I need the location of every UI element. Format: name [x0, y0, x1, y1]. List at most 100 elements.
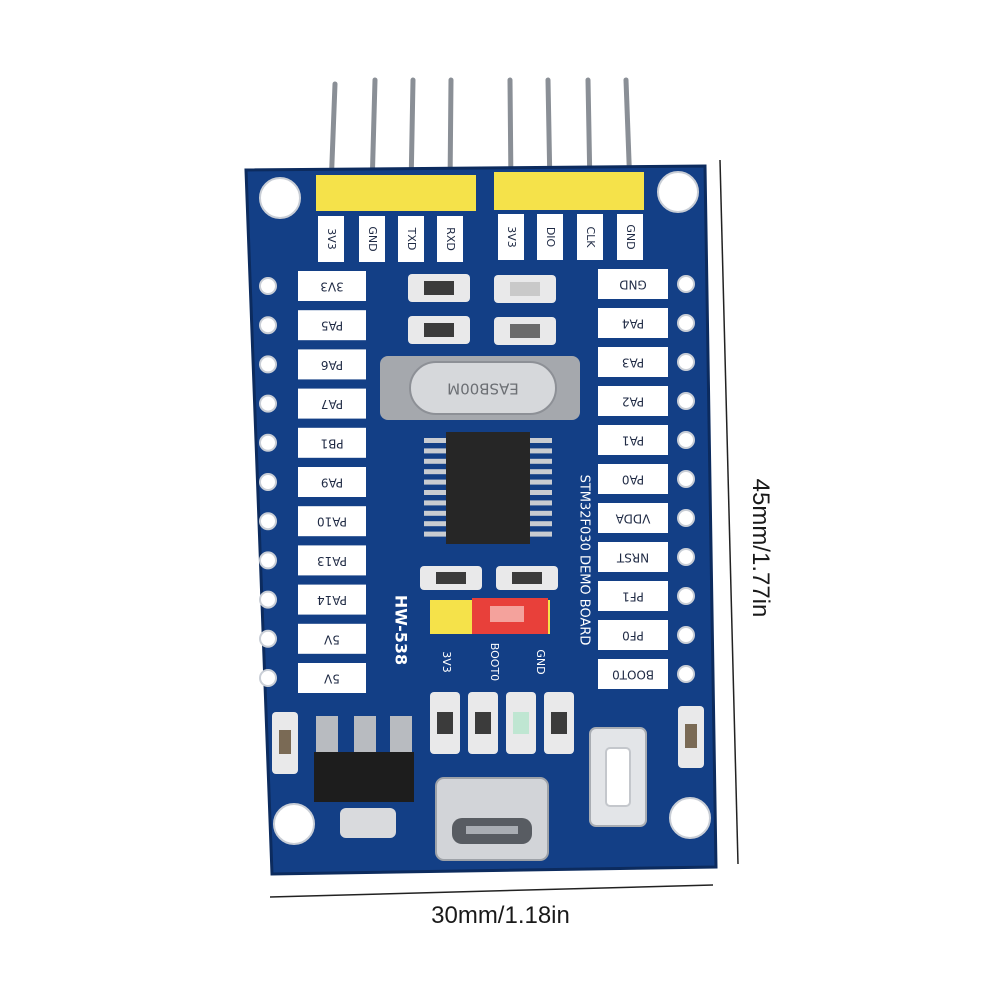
- header-label: GND: [366, 226, 379, 251]
- pin-hole: [677, 353, 695, 371]
- height-dimension: 45mm/1.77in: [747, 478, 774, 618]
- pin-label-bg: [298, 506, 366, 537]
- pin-hole: [259, 629, 277, 648]
- pin-hole: [677, 665, 695, 683]
- pin-label-bg: [598, 659, 668, 689]
- right-pin-label: VDDA: [615, 512, 650, 526]
- pin-hole: [259, 590, 277, 609]
- pin-label-bg: [598, 581, 668, 611]
- pin-hole: [259, 669, 277, 687]
- left-pin-label: PA14: [317, 593, 347, 607]
- chip-pin: [528, 500, 552, 506]
- pin-hole: [677, 470, 695, 488]
- crystal-oscillator: EASB00M: [380, 356, 580, 420]
- header-label-bg: [398, 216, 424, 262]
- right-pin-label: PA1: [622, 434, 644, 448]
- jumper-label: BOOT0: [488, 643, 501, 681]
- smd-components: [272, 274, 704, 774]
- chip-pin: [528, 490, 552, 495]
- mcu-chip: [424, 432, 552, 544]
- left-pin-label: PA9: [321, 476, 343, 490]
- header-label: DIO: [544, 227, 557, 248]
- jumper-label: GND: [534, 649, 547, 674]
- chip-pin: [424, 479, 448, 485]
- left-pin-label: 5V: [323, 632, 340, 646]
- header-pins: [328, 77, 633, 191]
- pin-hole: [677, 314, 695, 332]
- header-label: RXD: [444, 227, 457, 251]
- board-model: HW-538: [392, 595, 411, 665]
- chip-pin: [528, 510, 552, 516]
- pin-label-bg: [598, 503, 668, 533]
- pin-label-bg: [298, 388, 366, 419]
- chip-pin: [528, 458, 552, 464]
- pin-hole: [259, 394, 277, 413]
- pin-hole: [259, 316, 277, 335]
- boot-jumper: [430, 598, 550, 634]
- right-pin-label: BOOT0: [612, 668, 654, 682]
- chip-pin: [424, 438, 448, 443]
- header-label-bg: [617, 214, 643, 260]
- header-label: TXD: [405, 227, 418, 251]
- pin-label-bg: [298, 663, 366, 693]
- chip-pin: [424, 448, 448, 454]
- left-pin-label: PA7: [321, 397, 343, 411]
- pin-hole: [677, 626, 695, 644]
- pin-label-bg: [598, 464, 668, 494]
- header-label-bg: [498, 214, 524, 260]
- left-pin-label: 5V: [323, 672, 340, 686]
- chip-pin: [424, 521, 448, 527]
- micro-usb-port: [435, 777, 549, 861]
- chip-pin: [424, 500, 448, 506]
- header-label-bg: [577, 214, 603, 260]
- pin-label-bg: [598, 620, 668, 650]
- chip-pin: [528, 531, 552, 537]
- pin-hole: [259, 355, 277, 374]
- left-pin-holes: [259, 277, 277, 687]
- pin-label-bg: [598, 308, 668, 338]
- pin-label-bg: [598, 425, 668, 455]
- chip-pin: [424, 469, 448, 475]
- voltage-regulator: [314, 716, 414, 838]
- left-pin-label: PA10: [317, 515, 347, 529]
- mounting-holes: [259, 171, 711, 845]
- jumper-label: 3V3: [440, 651, 453, 673]
- header-label: CLK: [584, 226, 597, 248]
- pin-label-bg: [298, 349, 366, 380]
- right-pin-holes: [677, 275, 695, 683]
- pin-label-bg: [298, 467, 366, 497]
- pin-hole: [677, 275, 695, 293]
- pin-hole: [259, 551, 277, 570]
- width-dimension-line: [269, 884, 714, 898]
- pin-hole: [677, 392, 695, 410]
- chip-pin: [528, 521, 552, 527]
- pin-hole: [677, 509, 695, 527]
- chip-pin: [528, 469, 552, 475]
- right-pin-label: PF1: [622, 590, 644, 604]
- pin-hole: [677, 431, 695, 449]
- header-right: [494, 172, 644, 210]
- pin-hole: [677, 548, 695, 566]
- width-dimension: 30mm/1.18in: [431, 902, 570, 929]
- pin-label-bg: [598, 542, 668, 572]
- header-label-bg: [537, 214, 563, 260]
- header-left: [316, 175, 476, 211]
- chip-pin: [528, 479, 552, 485]
- left-pin-label: 3V3: [320, 280, 343, 294]
- right-pin-label: GND: [619, 278, 647, 292]
- chip-pin: [424, 531, 448, 537]
- header-label: 3V3: [505, 226, 518, 248]
- left-pin-label: PA5: [321, 319, 343, 333]
- pin-label-bg: [298, 545, 366, 576]
- header-label: 3V3: [325, 228, 338, 250]
- crystal-marking: EASB00M: [447, 380, 519, 398]
- pin-label-bg: [298, 271, 366, 301]
- top-left-header-labels: 3V3 GND TXD RXD: [318, 216, 463, 262]
- boot-jumper-labels: 3V3 BOOT0 GND: [440, 643, 547, 681]
- header-label-bg: [359, 216, 385, 262]
- pin-label-bg: [598, 386, 668, 416]
- pin-label-bg: [298, 623, 366, 654]
